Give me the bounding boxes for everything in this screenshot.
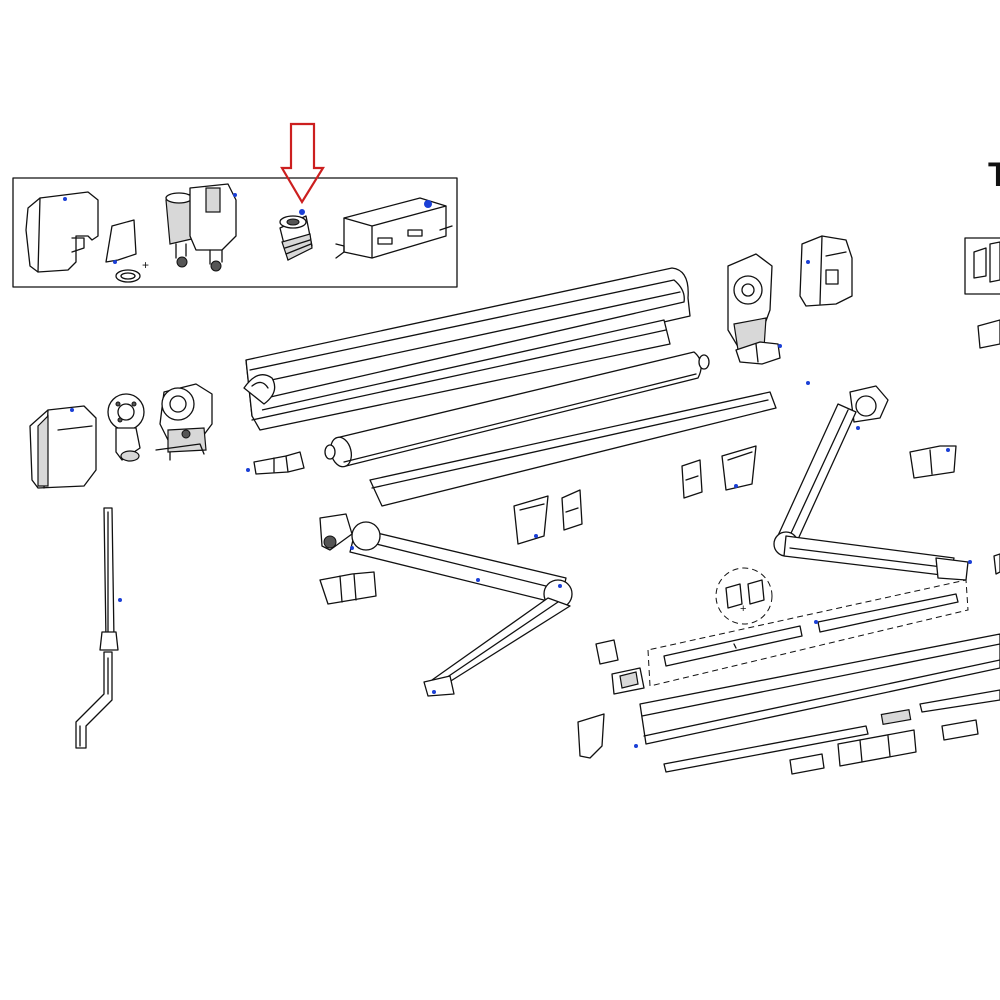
gas-strut-right[interactable]: [817, 593, 959, 633]
left-connector-plug[interactable]: [253, 451, 305, 475]
center-wall-bracket-c[interactable]: [681, 459, 703, 499]
right-folding-arm[interactable]: [773, 385, 969, 581]
left-arm-cap[interactable]: [319, 571, 377, 605]
right-edge-detail-box: [964, 237, 1000, 575]
front-bar-tube[interactable]: [663, 689, 1000, 773]
right-end-cap[interactable]: [799, 235, 853, 307]
left-drive-mechanism[interactable]: [155, 383, 213, 461]
svg-text:+: +: [740, 603, 746, 615]
roller-tube[interactable]: [324, 351, 710, 469]
center-wall-bracket-a[interactable]: [513, 495, 549, 545]
right-connector-plug[interactable]: [735, 341, 781, 365]
inset-control-box-part[interactable]: [335, 197, 453, 259]
svg-text:+: +: [142, 258, 149, 272]
left-folding-arm[interactable]: [319, 513, 573, 697]
tensioner-clip-pair[interactable]: +: [725, 579, 765, 615]
left-end-cap[interactable]: [29, 405, 97, 489]
small-clamp-parts[interactable]: [595, 639, 645, 695]
right-gear-housing[interactable]: [727, 253, 773, 351]
dashed-assembly-group: [647, 567, 969, 687]
center-wall-bracket-b[interactable]: [561, 489, 583, 531]
crank-handle[interactable]: [75, 507, 119, 749]
gas-strut-left[interactable]: [663, 625, 803, 667]
front-bar-end-caps[interactable]: [789, 719, 979, 775]
front-rail-profile[interactable]: [369, 391, 777, 507]
inset-bracket-part[interactable]: +: [105, 219, 149, 283]
inset-end-cap-part[interactable]: [25, 191, 99, 273]
blue-callout-markers: [63, 193, 972, 748]
inset-motor-unit-part[interactable]: [165, 183, 237, 272]
right-arm-cap[interactable]: [909, 445, 957, 479]
edge-cut-label: T: [988, 156, 1000, 194]
cassette-housing-profile[interactable]: [243, 267, 691, 431]
left-gear-housing[interactable]: [107, 393, 145, 462]
inset-parts-box: +: [12, 177, 458, 288]
inset-highlighted-coupling-part[interactable]: [279, 209, 313, 261]
highlight-arrow-icon: [280, 122, 325, 205]
front-bar-end-plate[interactable]: [577, 713, 605, 759]
center-wall-bracket-d[interactable]: [721, 445, 757, 491]
front-lead-bar[interactable]: [639, 633, 1000, 745]
